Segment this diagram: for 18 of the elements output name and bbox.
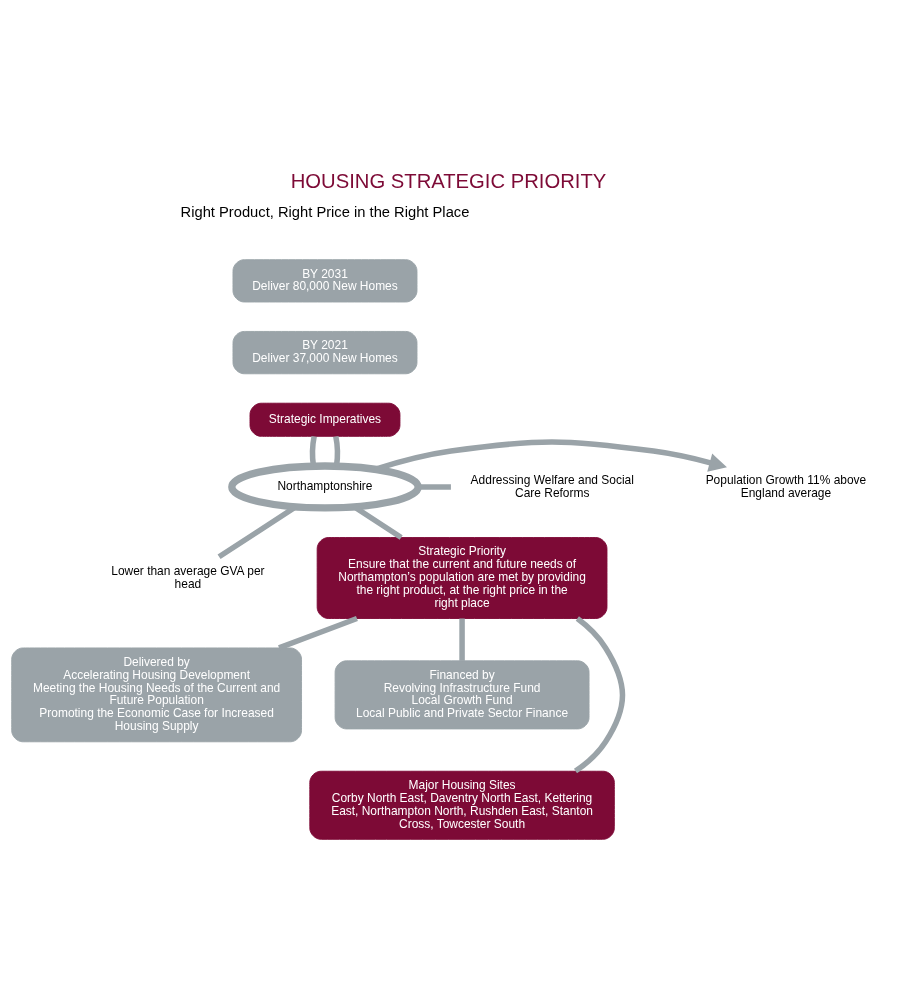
label: Right Product, Right Price in the Right Place xyxy=(180,204,470,221)
connector xyxy=(278,615,358,651)
node-box: Delivered by Accelerating Housing Development Meeting the Housing Needs of the Current and Future Population Promoting the Economic Case for Increased Housing Supply xyxy=(11,647,302,743)
node-box: Financed by Revolving Infrastructure Fund Local Growth Fund Local Public and Private Sector Finance xyxy=(334,660,590,730)
connector xyxy=(459,618,465,661)
node-box: Strategic Imperatives xyxy=(249,402,401,437)
arrow xyxy=(374,439,727,472)
node-ellipse: Northamptonshire xyxy=(228,462,422,512)
node-box: BY 2021 Deliver 37,000 New Homes xyxy=(232,331,418,375)
diagram-title: HOUSING STRATEGIC PRIORITY xyxy=(290,169,607,192)
connector xyxy=(573,616,626,774)
node-box: Major Housing Sites Corby North East, Daventry North East, Kettering East, Northampton North, Rushden East, Stanton Cross, Towcester South xyxy=(309,770,615,840)
node-box: BY 2031 Deliver 80,000 New Homes xyxy=(232,259,418,303)
node-text: Addressing Welfare and Social Care Reforms xyxy=(470,472,634,500)
node-box: Strategic Priority Ensure that the current and future needs of Northampton’s population are met by providing the right product, at the right price in the right place xyxy=(316,537,608,619)
node-text: Population Growth 11% above England average xyxy=(705,472,867,500)
connector xyxy=(418,484,451,490)
node-text: Lower than average GVA per head xyxy=(111,563,265,591)
